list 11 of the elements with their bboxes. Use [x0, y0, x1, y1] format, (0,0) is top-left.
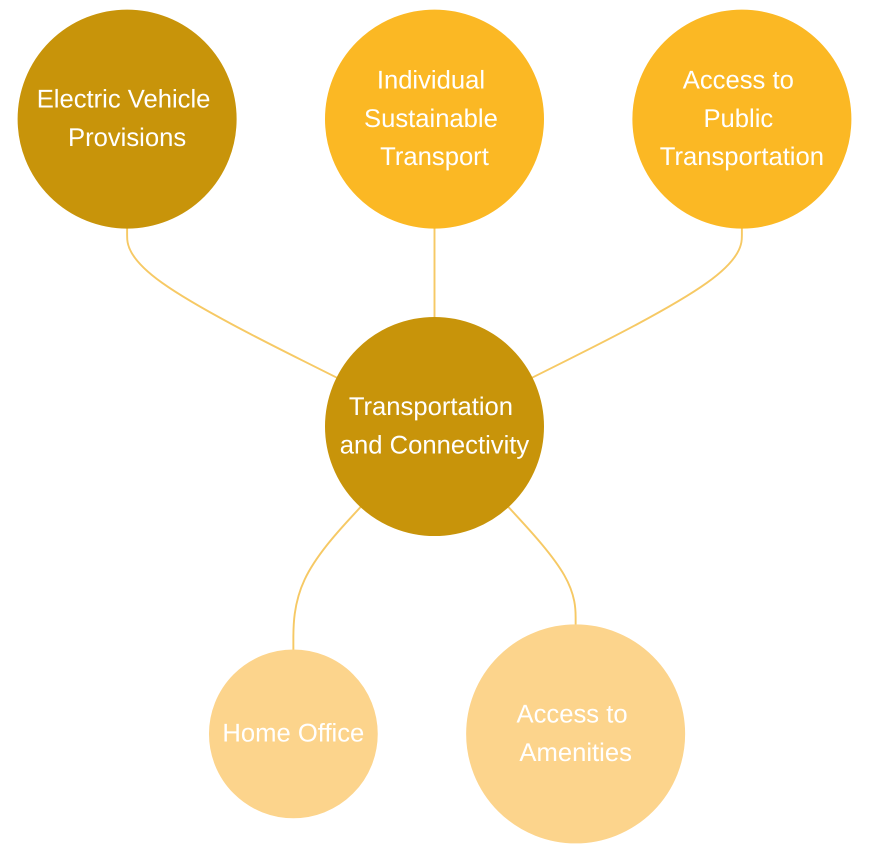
connector [507, 506, 577, 626]
node-circle: Access to Amenities [466, 624, 686, 844]
node-circle: Transportation and Connectivity [325, 317, 544, 536]
connector [126, 228, 338, 379]
node-circle: Individual Sustainable Transport [325, 10, 544, 229]
node-circle: Electric Vehicle Provisions [18, 10, 237, 229]
connector [531, 228, 743, 379]
node-circle: Access to Public Transportation [632, 10, 852, 229]
connector [292, 506, 362, 650]
node-circle: Home Office [208, 650, 378, 818]
connector [434, 228, 436, 318]
